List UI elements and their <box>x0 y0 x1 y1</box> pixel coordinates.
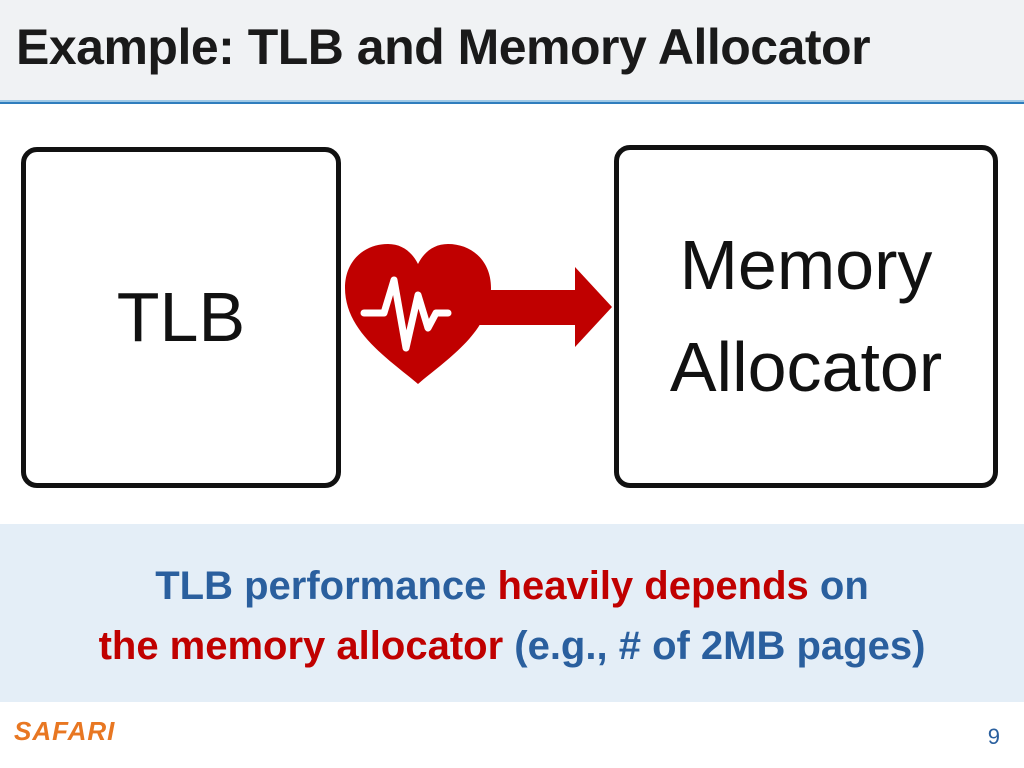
tlb-label: TLB <box>116 277 246 356</box>
callout-line-2: the memory allocator (e.g., # of 2MB pag… <box>0 624 1024 669</box>
callout-text: TLB performance <box>155 564 498 608</box>
pulse-line-icon <box>360 276 452 352</box>
heart-icon <box>345 244 491 384</box>
page-number: 9 <box>987 724 1000 749</box>
safari-logo: SAFARI <box>14 716 116 746</box>
title-divider <box>0 102 1024 104</box>
slide-title: Example: TLB and Memory Allocator <box>16 19 871 75</box>
callout-text: on <box>808 564 869 608</box>
arrow-head <box>575 267 612 347</box>
tlb-box: TLB <box>21 147 341 488</box>
callout-emphasis: the memory allocator <box>98 624 504 668</box>
title-divider-light <box>0 100 1024 102</box>
heartbeat-arrow-icon <box>345 244 612 384</box>
memory-allocator-box: Memory Allocator <box>614 145 998 488</box>
memory-allocator-label: Memory Allocator <box>669 226 943 406</box>
callout-emphasis: heavily depends <box>497 564 809 608</box>
callout-text: (e.g., # of 2MB pages) <box>503 624 926 668</box>
title-bar: Example: TLB and Memory Allocator <box>0 0 1024 100</box>
callout-box: TLB performance heavily depends on the m… <box>0 524 1024 702</box>
callout-line-1: TLB performance heavily depends on <box>0 564 1024 609</box>
